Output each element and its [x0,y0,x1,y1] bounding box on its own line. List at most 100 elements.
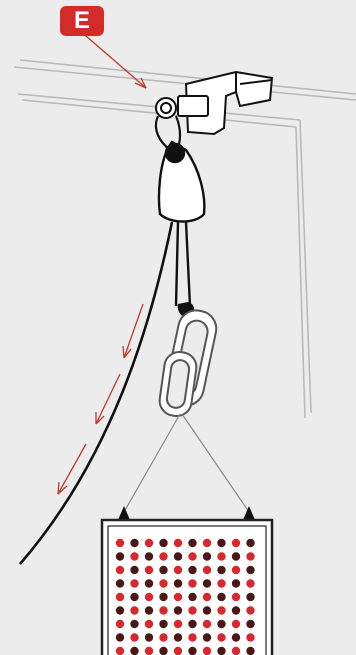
led-dot [188,552,197,561]
led-dot [188,619,197,629]
led-dot [130,606,139,615]
led-dot [144,619,154,629]
led-dot [246,538,255,548]
led-dot [202,592,212,602]
led-dot [246,552,255,561]
led-dot [130,619,139,629]
led-dot [217,592,226,602]
hanging-wires [123,413,250,513]
callout-pointer [85,35,147,89]
led-dot [115,565,125,575]
rope-lower [174,221,192,307]
led-dot [217,619,226,629]
led-dot [246,579,255,588]
led-dot [130,565,139,575]
led-dot [144,606,154,615]
led-dot [202,633,212,642]
led-dot [202,619,212,629]
led-dot [231,552,241,561]
led-dot [217,565,226,575]
direction-arrow-icon [57,303,144,495]
led-dot [231,633,241,642]
led-dot [159,606,168,615]
led-dot [231,538,241,548]
led-dot [231,579,241,588]
led-dot [231,646,241,655]
led-dot [130,552,139,561]
led-dot [115,633,125,642]
led-dot [246,592,255,602]
led-dot [231,592,241,602]
led-dot [159,579,168,588]
led-dot [173,619,183,629]
led-dot [159,633,168,642]
led-dot [115,552,125,561]
led-dot [130,646,139,655]
led-dot [246,633,255,642]
led-dot [202,552,212,561]
led-dot [144,552,154,561]
led-dot [202,538,212,548]
led-dot [202,565,212,575]
led-dot [144,579,154,588]
callout-pointer-head [134,77,147,89]
led-grid [115,538,255,655]
led-dot [202,606,212,615]
led-dot [246,619,255,629]
led-dot [159,565,168,575]
led-dot [188,565,197,575]
led-dot [202,646,212,655]
led-dot [144,633,154,642]
led-dot [130,633,139,642]
carabiner-icon [158,309,218,417]
led-dot [173,579,183,588]
led-dot [173,552,183,561]
led-dot [115,538,125,548]
led-dot [115,579,125,588]
led-dot [144,565,154,575]
led-dot [231,619,241,629]
led-dot [144,646,154,655]
led-dot [159,552,168,561]
led-dot [246,565,255,575]
door-frame-hook-icon [155,70,274,136]
led-dot [231,606,241,615]
led-dot [202,579,212,588]
led-dot [246,606,255,615]
led-dot [159,538,168,548]
led-dot [130,579,139,588]
led-dot [188,646,197,655]
callout-badge: E [60,6,104,36]
led-dot [188,579,197,588]
rope-tail [19,221,174,565]
led-dot [217,606,226,615]
led-dot [130,538,139,548]
led-dot [115,606,125,615]
led-dot [173,646,183,655]
led-dot [144,592,154,602]
led-dot [188,633,197,642]
led-dot [173,633,183,642]
led-dot [188,592,197,602]
led-dot [173,538,183,548]
led-dot [217,646,226,655]
led-dot [217,538,226,548]
led-dot [231,565,241,575]
led-dot [188,538,197,548]
rope-ratchet-icon [157,140,206,223]
led-dot [217,633,226,642]
led-dot [188,606,197,615]
led-dot [115,592,125,602]
led-dot [144,538,154,548]
led-dot [115,646,125,655]
led-dot [173,606,183,615]
led-dot [217,579,226,588]
led-dot [173,565,183,575]
led-dot [159,646,168,655]
led-dot [217,552,226,561]
led-light-panel-icon [100,518,274,655]
led-dot [130,592,139,602]
led-dot [115,619,125,629]
led-dot [246,646,255,655]
